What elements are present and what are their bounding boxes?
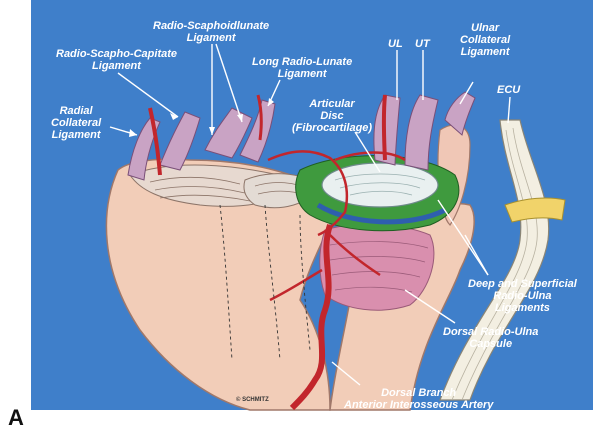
ecu-tendon-sheath — [504, 197, 566, 223]
radio-scapho-capitate-ligament — [159, 111, 201, 171]
ulnolunate-ligament — [373, 94, 401, 166]
label-ulnar-collateral-ligament: Ulnar Collateral Ligament — [460, 22, 511, 58]
carpal-artery-branch — [256, 94, 263, 141]
radial-collateral-ligament — [127, 117, 161, 181]
label-articular-disc: Articular Disc (Fibrocartilage) — [292, 98, 373, 134]
label-radial-collateral-ligament: Radial Collateral Ligament — [51, 105, 102, 141]
long-radio-lunate-ligament — [239, 99, 276, 163]
radius-bone — [105, 158, 341, 411]
label-long-radio-lunate-ligament: Long Radio-Lunate Ligament — [252, 56, 353, 80]
label-ut: UT — [415, 38, 430, 50]
ulnar-collateral-ligament — [444, 91, 476, 136]
dorsal-branch-artery — [289, 224, 333, 411]
label-dorsal-radio-ulna-capsule: Dorsal Radio-Ulna Capsule — [443, 326, 539, 350]
radial-artery-branch — [148, 107, 162, 176]
label-ul: UL — [388, 38, 403, 50]
panel-letter: A — [8, 405, 24, 430]
illustrator-credit: © SCHMITZ — [236, 397, 269, 403]
radio-scaphoidlunate-ligament — [204, 107, 253, 159]
label-deep-superficial-ligaments: Deep and Superficial Radio-Ulna Ligament… — [468, 278, 577, 314]
label-radio-scapho-capitate-ligament: Radio-Scapho-Capitate Ligament — [56, 48, 178, 72]
articular-disc — [321, 162, 439, 208]
label-ecu: ECU — [497, 84, 521, 96]
ulnar-artery-branch — [381, 94, 387, 161]
label-dorsal-branch-artery: Dorsal Branch Anterior Interosseous Arte… — [344, 387, 494, 411]
ulnotriquetral-ligament — [404, 94, 439, 171]
label-radio-scaphoidlunate-ligament: Radio-Scaphoidlunate Ligament — [153, 20, 270, 44]
